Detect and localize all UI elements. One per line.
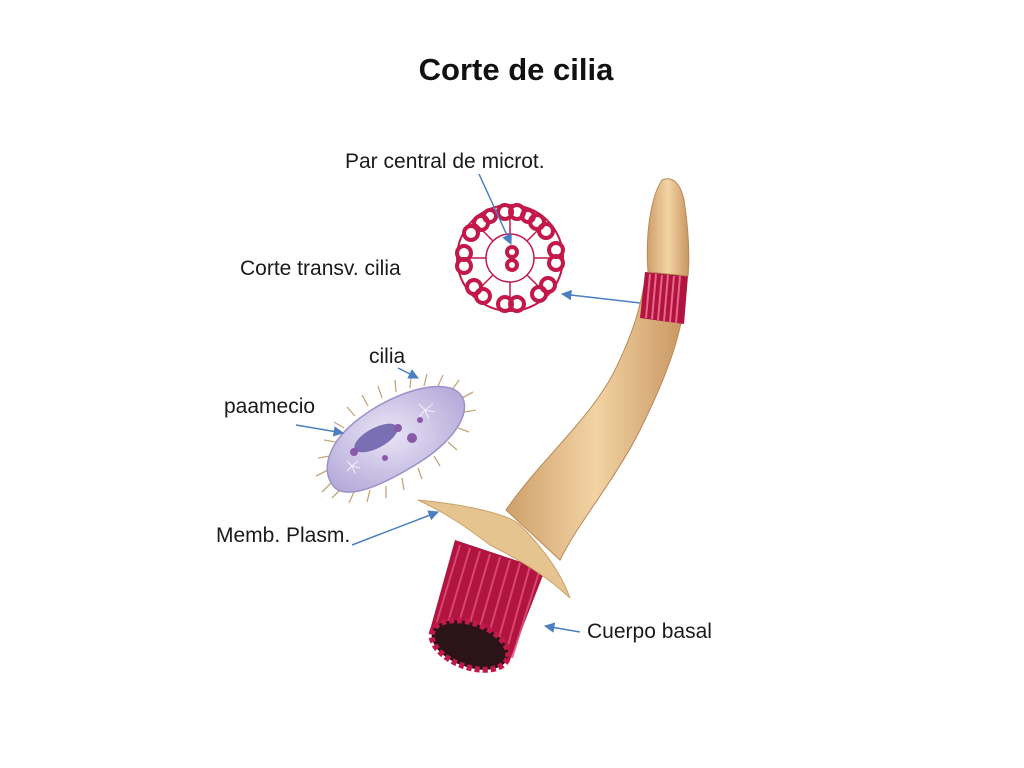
- label-central-pair: Par central de microt.: [345, 150, 545, 173]
- cilium-tip: [646, 178, 690, 277]
- arrow-plasma-membrane: [351, 510, 439, 546]
- cilium-cut-section: [640, 272, 688, 324]
- leader-arrows: [295, 173, 641, 633]
- label-plasma-membrane: Memb. Plasm.: [216, 524, 351, 547]
- plasma-membrane-collar: [417, 499, 571, 599]
- label-cilia: cilia: [369, 345, 406, 368]
- arrow-central-pair: [478, 173, 512, 245]
- arrow-paramecium: [295, 424, 345, 437]
- label-cross-section: Corte transv. cilia: [240, 257, 401, 280]
- label-basal-body: Cuerpo basal: [587, 620, 712, 643]
- paramecium: [315, 373, 477, 504]
- label-paramecium: paamecio: [224, 395, 316, 418]
- slide-title: Corte de cilia: [418, 52, 614, 87]
- arrow-cross-section: [560, 289, 641, 304]
- arrow-cilia: [397, 367, 419, 379]
- cilium-shaft: [505, 279, 686, 561]
- arrow-basal-body: [543, 622, 581, 633]
- basal-body: [428, 540, 545, 673]
- cross-section-9-2: [455, 203, 565, 313]
